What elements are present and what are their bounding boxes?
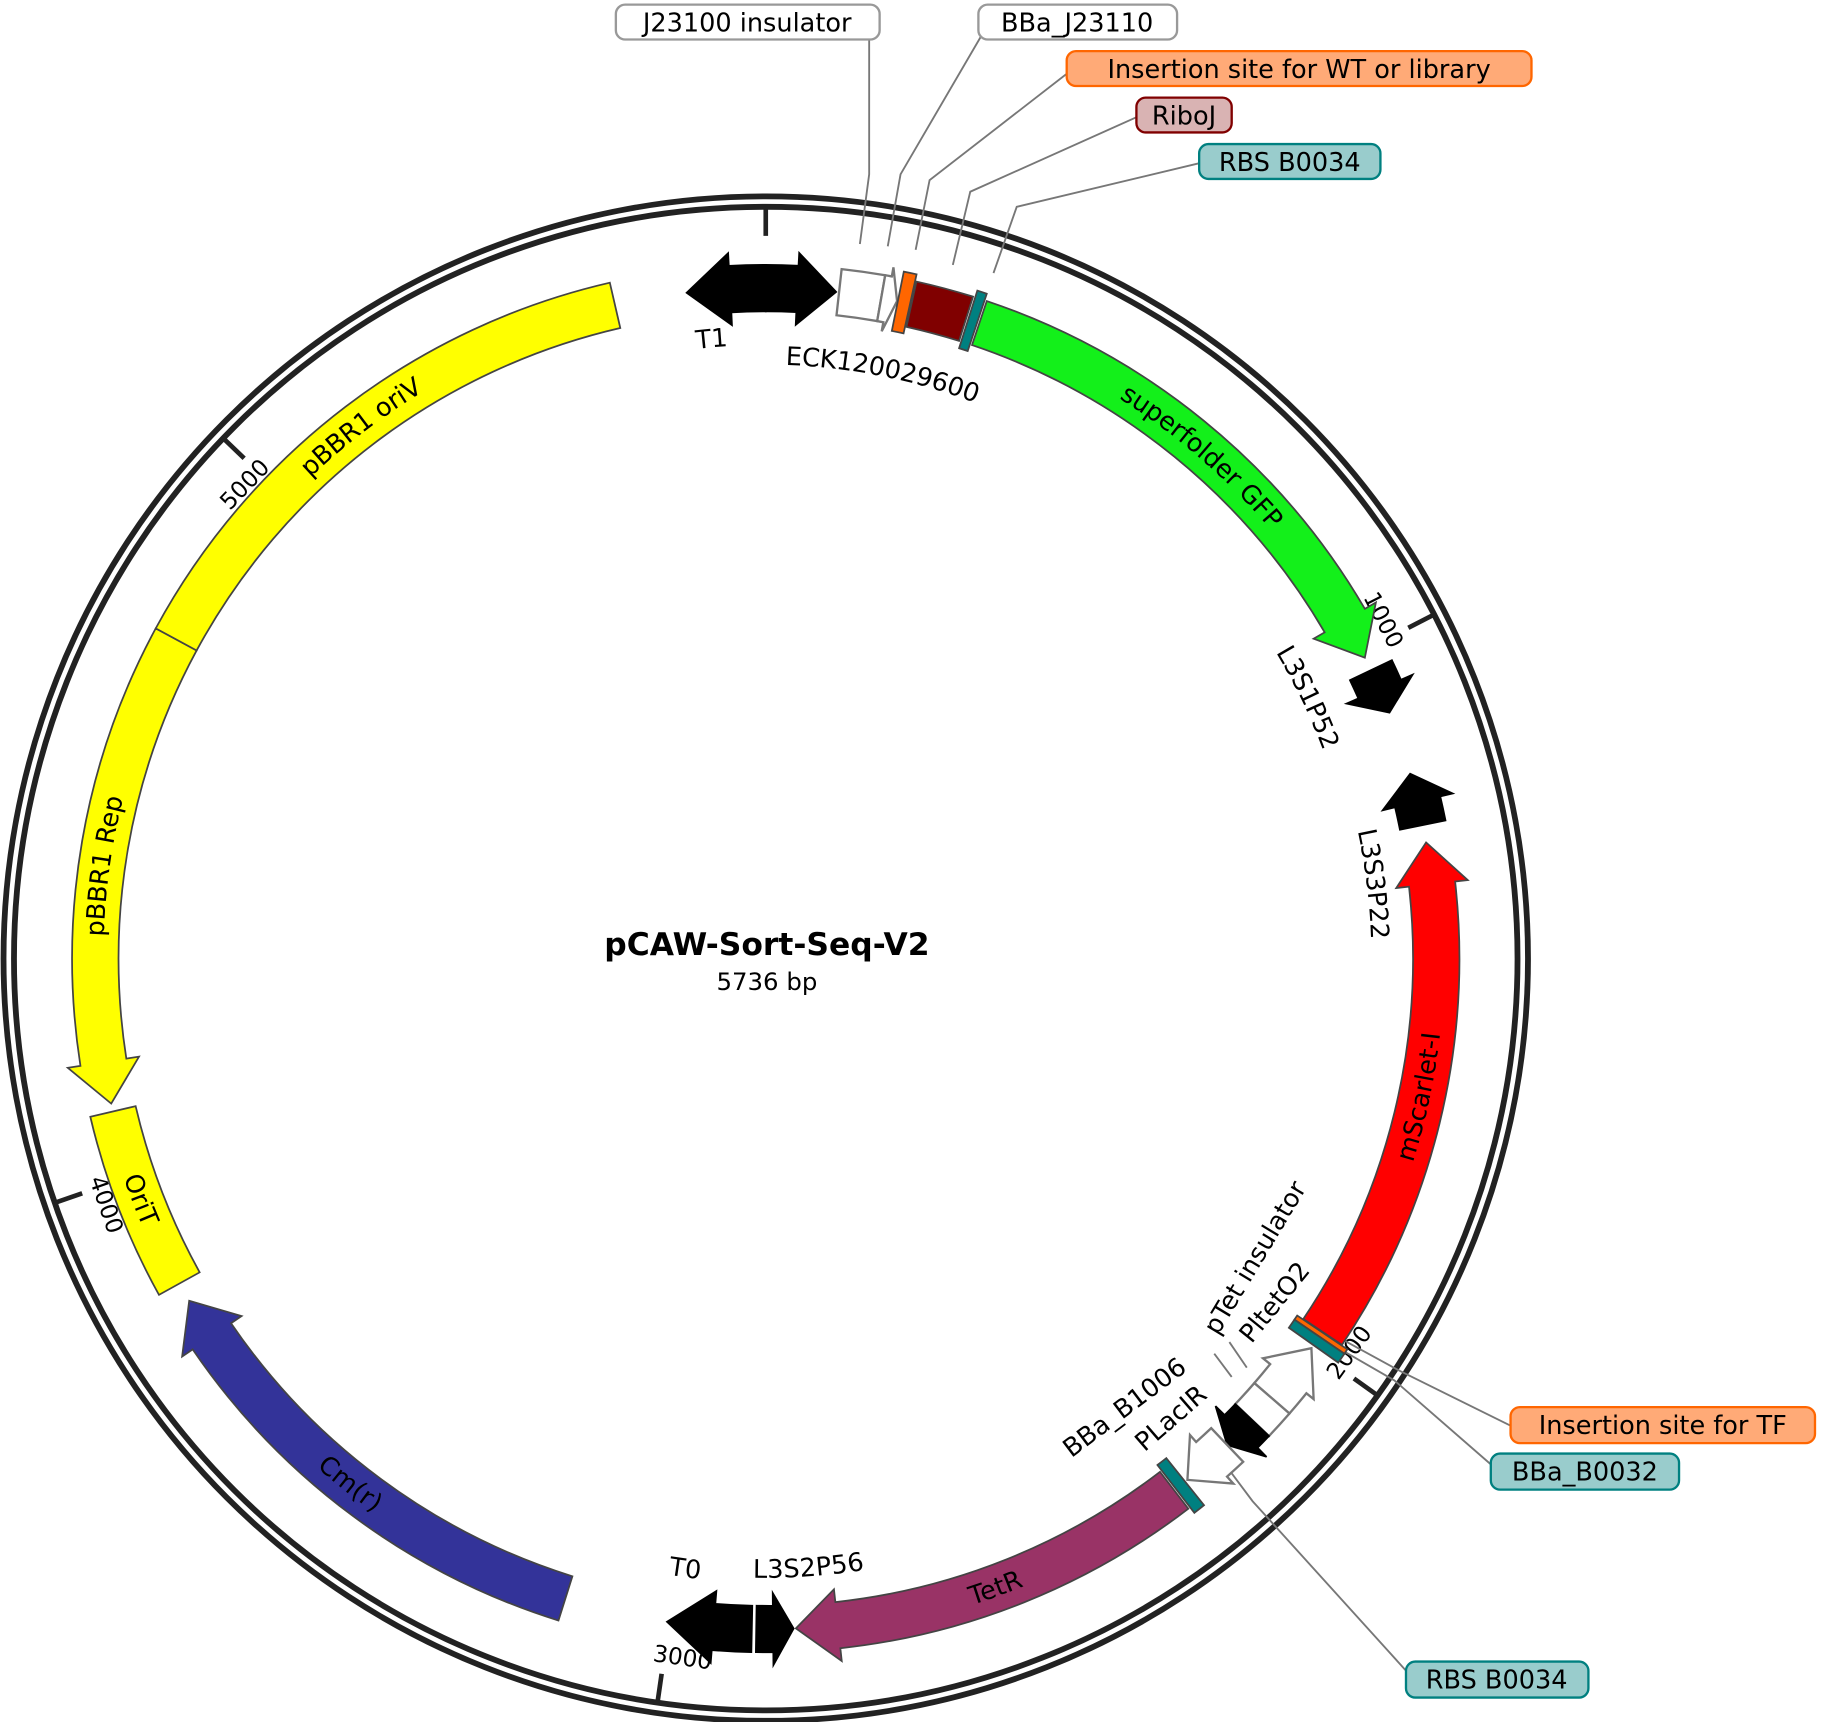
callout-label: RBS B0034 xyxy=(1219,148,1361,178)
feature-cm-r[interactable] xyxy=(181,1299,574,1622)
leader-line xyxy=(886,34,983,247)
feature-label-text: L3S2P56 xyxy=(753,1547,866,1585)
feature-mscarlet-i[interactable] xyxy=(1302,841,1470,1347)
feature-label-l3s1p52: L3S1P52 xyxy=(1270,641,1345,754)
callout-leaders xyxy=(858,34,1511,1674)
feature-label-text: pBBR1 oriV xyxy=(294,372,427,483)
feature-l3s1p52[interactable] xyxy=(1343,659,1415,714)
feature-plteto2[interactable] xyxy=(1252,1346,1315,1416)
feature-label-text: T1 xyxy=(693,323,728,356)
callout-bba-j23110: BBa_J23110 xyxy=(977,3,1179,41)
callout-insertion-site-wt: Insertion site for WT or library xyxy=(1065,49,1533,88)
feature-label-text: L3S1P52 xyxy=(1270,641,1345,754)
plasmid-name: pCAW-Sort-Seq-V2 xyxy=(604,927,929,963)
feature-label-eck120029600: ECK120029600 xyxy=(785,342,983,410)
feature-bba-j23110[interactable] xyxy=(875,267,899,332)
leader-line xyxy=(1335,1335,1511,1427)
feature-placir[interactable] xyxy=(1186,1426,1245,1485)
callout-bba-b0032: BBa_B0032 xyxy=(1489,1452,1681,1491)
callout-label: Insertion site for WT or library xyxy=(1107,55,1490,85)
feature-label-text: ECK120029600 xyxy=(785,342,983,410)
feature-orit[interactable] xyxy=(89,1105,201,1297)
plasmid-length: 5736 bp xyxy=(717,967,818,996)
feature-label-l3s3p22: L3S3P22 xyxy=(1351,826,1394,940)
feature-rbs-b0034[interactable] xyxy=(1156,1456,1206,1515)
feature-superfolder-gfp[interactable] xyxy=(970,299,1378,659)
leader-line xyxy=(992,161,1202,274)
feature-bba-b0032[interactable] xyxy=(1287,1318,1346,1364)
callout-rbs-b0034-bottom: RBS B0034 xyxy=(1404,1660,1590,1699)
feature-pbbr1-oriv[interactable] xyxy=(154,281,622,652)
callout-label: RBS B0034 xyxy=(1426,1665,1568,1695)
feature-eck120029600[interactable] xyxy=(764,250,838,327)
feature-l3s3p22[interactable] xyxy=(1380,772,1456,831)
callout-label: J23100 insulator xyxy=(641,8,852,38)
feature-rbs-b0034[interactable] xyxy=(958,289,988,353)
backbone-inner-ring xyxy=(11,203,1521,1714)
tick-mark xyxy=(223,438,246,460)
tick-mark xyxy=(1352,1376,1378,1396)
callout-rbs-b0034-top: RBS B0034 xyxy=(1197,142,1382,181)
tick-mark xyxy=(655,1673,664,1701)
feature-label-text: superfolder GFP xyxy=(1115,379,1288,535)
feature-tetr[interactable] xyxy=(794,1470,1190,1663)
callout-label: BBa_J23110 xyxy=(1001,8,1153,38)
leader-line xyxy=(914,71,1070,251)
feature-label-superfolder-gfp: superfolder GFP xyxy=(1115,379,1288,535)
feature-bba-b1006[interactable] xyxy=(1214,1402,1271,1458)
feature-l3s2p56[interactable] xyxy=(754,1589,795,1669)
feature-label-text: L3S3P22 xyxy=(1351,826,1394,940)
feature-pbbr1-rep[interactable] xyxy=(65,627,198,1105)
feature-label-text: T0 xyxy=(666,1552,703,1586)
callout-insertion-site-tf: Insertion site for TF xyxy=(1509,1405,1817,1445)
leader-line xyxy=(858,38,871,245)
leader-line xyxy=(1230,1472,1410,1674)
tick-mark xyxy=(1407,613,1434,630)
feature-t1[interactable] xyxy=(685,251,767,327)
feature-label-l3s2p56: L3S2P56 xyxy=(753,1547,866,1585)
leader-line xyxy=(951,115,1140,266)
leader-line xyxy=(1333,1344,1494,1468)
backbone-outer-ring xyxy=(0,193,1531,1722)
features xyxy=(65,250,1470,1669)
leader-line xyxy=(1213,1353,1233,1378)
callout-label: BBa_B0032 xyxy=(1512,1457,1658,1487)
leader-line xyxy=(1228,1341,1248,1369)
tick-mark xyxy=(56,1191,83,1205)
feature-label-pbbr1-oriv: pBBR1 oriV xyxy=(294,372,427,483)
feature-label-t0: T0 xyxy=(666,1552,703,1586)
callout-j23100-insulator: J23100 insulator xyxy=(614,3,881,41)
callout-riboj: RiboJ xyxy=(1135,96,1233,134)
feature-t0[interactable] xyxy=(665,1589,754,1665)
feature-insertion-site-for-wt-or-library[interactable] xyxy=(890,270,918,335)
feature-riboj[interactable] xyxy=(905,280,975,343)
feature-label-t1: T1 xyxy=(693,323,728,356)
callout-label: RiboJ xyxy=(1152,101,1216,131)
callout-label: Insertion site for TF xyxy=(1539,1411,1787,1441)
